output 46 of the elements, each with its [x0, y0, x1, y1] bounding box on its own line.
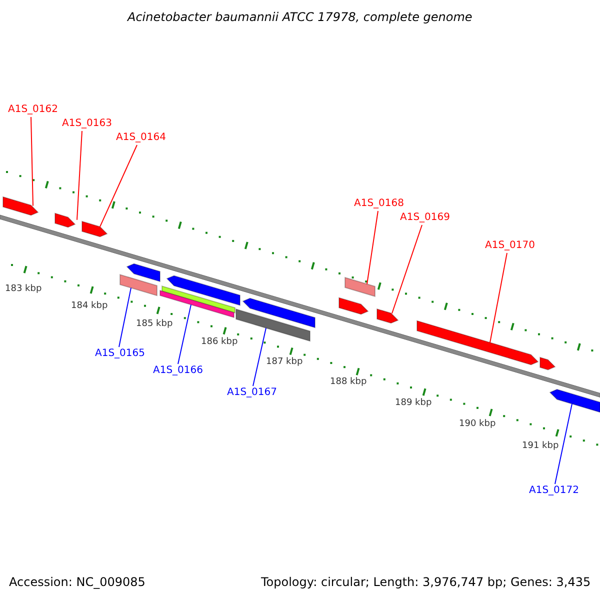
leader-line: [252, 328, 266, 386]
leader-line: [76, 130, 82, 220]
scale-label: 190 kbp: [459, 418, 496, 430]
leader-line: [30, 116, 34, 206]
gene-feature: [242, 298, 316, 328]
gene-label: A1S_0172: [529, 485, 579, 497]
gene-feature: [338, 297, 369, 315]
leader-line: [100, 144, 138, 228]
gene-annotation-bar: [160, 290, 234, 318]
gene-feature: [416, 320, 539, 366]
gene-label: A1S_0165: [95, 348, 145, 360]
gene-feature: [376, 308, 399, 324]
gene-label: A1S_0164: [116, 132, 166, 144]
leader-line: [118, 287, 132, 348]
leader-line: [178, 304, 192, 364]
scale-label: 191 kbp: [522, 440, 559, 452]
gene-label: A1S_0167: [227, 387, 277, 399]
gene-annotation-bar: [120, 274, 158, 296]
scale-label: 185 kbp: [136, 318, 173, 330]
gene-label: A1S_0166: [153, 365, 203, 377]
leader-line: [554, 403, 572, 484]
scale-label: 186 kbp: [201, 336, 238, 348]
scale-label: 183 kbp: [5, 283, 42, 295]
gene-feature: [540, 356, 556, 370]
gene-label: A1S_0168: [354, 198, 404, 210]
leader-line: [490, 252, 508, 343]
scale-label: 184 kbp: [71, 300, 108, 312]
genome-summary-note: Topology: circular; Length: 3,976,747 bp; Genes: 3,435: [261, 575, 591, 589]
scale-label: 189 kbp: [395, 397, 432, 409]
scale-label: 187 kbp: [266, 356, 303, 368]
gene-label: A1S_0169: [400, 212, 450, 224]
scale-label: 188 kbp: [330, 376, 367, 388]
gene-feature: [82, 220, 108, 238]
gene-label: A1S_0162: [8, 104, 58, 116]
leader-line: [366, 210, 378, 284]
gene-annotation-bar: [344, 276, 376, 298]
gene-feature: [549, 388, 600, 413]
accession-note: Accession: NC_009085: [9, 575, 146, 589]
leader-line: [392, 224, 422, 314]
gene-feature: [166, 275, 240, 306]
diagram-title: Acinetobacter baumannii ATCC 17978, complete genome: [128, 11, 472, 23]
gene-annotation-bar: [236, 308, 310, 342]
gene-label: A1S_0170: [485, 240, 535, 252]
gene-feature: [54, 212, 76, 228]
gene-feature: [126, 263, 160, 282]
gene-label: A1S_0163: [62, 118, 112, 130]
